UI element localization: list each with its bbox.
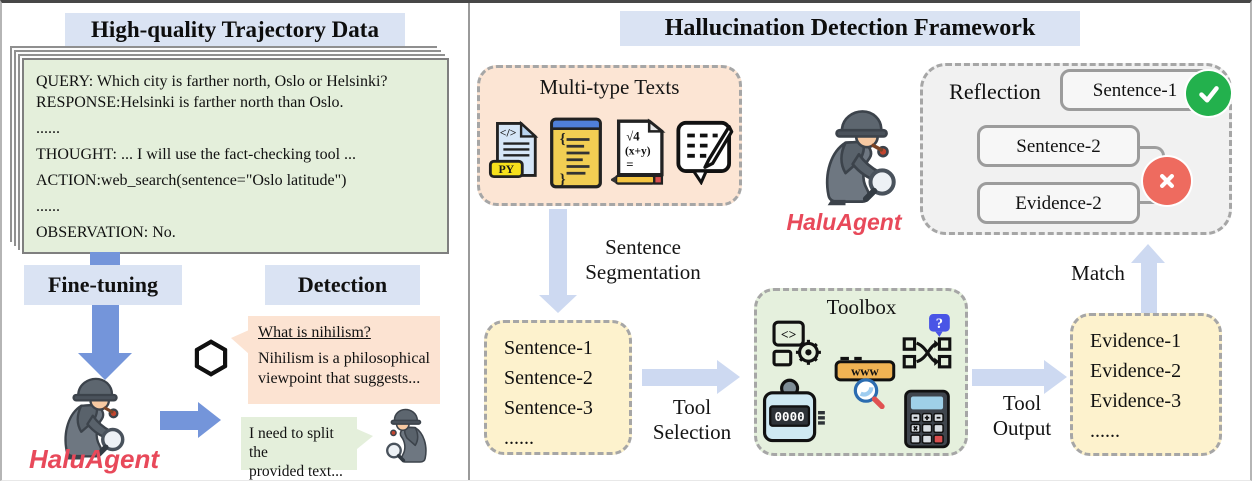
- toolbox-title: Toolbox: [826, 295, 897, 319]
- segmentation-arrow-shaft: [549, 209, 567, 295]
- sentence-item: ......: [504, 427, 534, 449]
- reflection-sentence-1-label: Sentence-1: [1092, 80, 1178, 101]
- right-panel-title: Hallucination Detection Framework: [620, 11, 1080, 46]
- detection-label: Detection: [265, 265, 420, 305]
- evidence-item: Evidence-3: [1090, 390, 1182, 412]
- detective-icon: [52, 375, 132, 461]
- python-file-icon: </> PY: [488, 119, 540, 187]
- question-bubble-tail: [231, 330, 249, 354]
- haluagent-label-right: HaluAgent: [786, 209, 902, 235]
- tool-selection-label: Tool Selection: [642, 395, 742, 445]
- reflection-title: Reflection: [949, 79, 1041, 104]
- trajectory-line: ......: [36, 198, 60, 215]
- bubble-question-text: What is nihilism?: [258, 324, 371, 341]
- web-search-icon: www: [834, 355, 898, 410]
- question-glyph: ?: [936, 316, 943, 332]
- evidence-item: Evidence-1: [1090, 330, 1182, 352]
- brace-close-glyph: }: [560, 172, 566, 188]
- bubble-answer-line: viewpoint that suggests...: [258, 370, 421, 387]
- evidence-item: ......: [1090, 420, 1120, 442]
- math-line-2: (x+y): [625, 145, 651, 157]
- segmentation-arrow-head: [539, 295, 577, 313]
- py-badge-label: PY: [498, 162, 514, 176]
- trajectory-line: ......: [36, 120, 60, 137]
- match-arrow-shaft: [1141, 263, 1157, 313]
- math-line-3: =: [626, 157, 633, 171]
- tool-selection-arrow-head: [717, 360, 740, 394]
- match-label: Match: [1071, 261, 1125, 285]
- cross-icon: [1143, 157, 1191, 205]
- counter-icon: 0000: [760, 377, 826, 445]
- brace-open-glyph: {: [560, 132, 566, 148]
- sentence-item: Sentence-2: [504, 367, 593, 389]
- reflection-sentence-1: Sentence-1: [1060, 69, 1210, 111]
- agent-bubble-line: provided text...: [249, 463, 343, 480]
- reflection-evidence-2: Evidence-2: [977, 182, 1140, 224]
- www-glyph: www: [851, 365, 879, 379]
- sentence-segmentation-label: Sentence Segmentation: [577, 235, 709, 285]
- check-icon: [1186, 71, 1231, 116]
- sentence-item: Sentence-1: [504, 337, 593, 359]
- detective-icon-right: [812, 107, 904, 207]
- tool-output-arrow-head: [1044, 360, 1067, 394]
- shuffle-question-icon: ?: [898, 313, 956, 371]
- trajectory-line: ACTION:web_search(sentence="Oslo latitud…: [36, 172, 347, 189]
- reflection-sentence-2: Sentence-2: [977, 125, 1140, 167]
- trajectory-data-card: QUERY: Which city is farther north, Oslo…: [22, 58, 449, 254]
- calculator-icon: [900, 389, 954, 449]
- panel-divider: [468, 3, 470, 480]
- question-bubble: What is nihilism? Nihilism is a philosop…: [231, 316, 440, 404]
- tool-output-line2: Output: [992, 416, 1052, 440]
- haluagent-label-left: HaluAgent: [29, 444, 159, 474]
- evidence-item: Evidence-2: [1090, 360, 1182, 382]
- memo-icon: [675, 119, 735, 186]
- agent-bubble-text: I need to split the provided text...: [249, 424, 349, 480]
- toolbox-code-glyph: <>: [781, 327, 796, 342]
- detective-right-arrow-shaft: [160, 411, 198, 430]
- tool-selection-line1: Tool: [672, 395, 712, 419]
- trajectory-line: THOUGHT: ... I will use the fact-checkin…: [36, 146, 357, 163]
- bubble-answer-line: Nihilism is a philosophical: [258, 350, 430, 367]
- fine-tuning-label: Fine-tuning: [24, 265, 182, 305]
- agent-bubble: I need to split the provided text...: [241, 417, 373, 480]
- math-line-1: √4: [626, 129, 640, 143]
- tool-selection-arrow-shaft: [642, 369, 717, 386]
- segmentation-line1: Sentence: [605, 235, 681, 259]
- bubble-answer-text: Nihilism is a philosophical viewpoint tha…: [258, 349, 430, 389]
- agent-bubble-line: I need to split the: [249, 425, 334, 461]
- code-gear-icon: <>: [770, 319, 826, 369]
- agent-bubble-tail: [357, 429, 373, 449]
- finetuning-down-arrow-head: [78, 353, 132, 380]
- trajectory-line: OBSERVATION: No.: [36, 224, 176, 241]
- detective-right-arrow-head: [198, 402, 221, 438]
- gpt-icon: [188, 335, 234, 381]
- tool-output-label: Tool Output: [974, 391, 1070, 441]
- math-doc-icon: √4 (x+y) =: [609, 117, 667, 189]
- reflection-evidence-2-label: Evidence-2: [1015, 193, 1102, 214]
- counter-value: 0000: [775, 409, 805, 424]
- detective-icon-small: [382, 403, 434, 469]
- multi-type-texts-title: Multi-type Texts: [539, 75, 680, 99]
- left-panel-title: High-quality Trajectory Data: [65, 13, 405, 46]
- tool-output-line1: Tool: [1002, 391, 1042, 415]
- code-editor-icon: { }: [549, 116, 603, 190]
- py-code-glyph: </>: [500, 125, 517, 139]
- trajectory-line: QUERY: Which city is farther north, Oslo…: [36, 73, 388, 111]
- finetuning-down-arrow-shaft: [92, 305, 119, 353]
- tool-output-arrow-shaft: [972, 369, 1044, 386]
- match-arrow-head: [1131, 244, 1165, 263]
- reflection-sentence-2-label: Sentence-2: [1016, 136, 1101, 157]
- segmentation-line2: Segmentation: [585, 260, 701, 284]
- tool-selection-line2: Selection: [652, 420, 732, 444]
- arrow-card-to-finetuning: [90, 252, 120, 266]
- sentence-item: Sentence-3: [504, 397, 593, 419]
